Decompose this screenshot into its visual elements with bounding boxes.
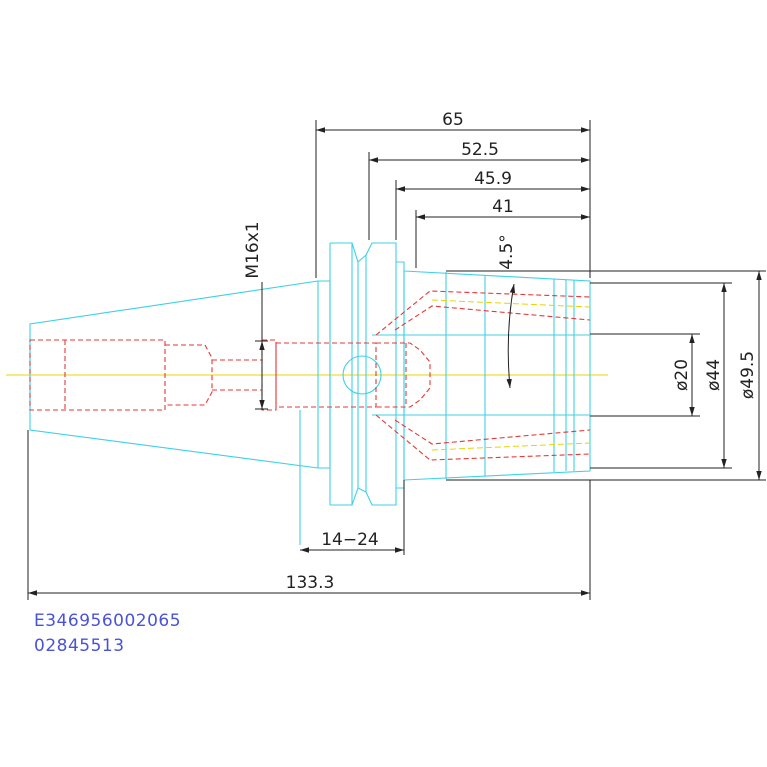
diameter-dimensions	[446, 270, 766, 481]
thread-dimension	[255, 282, 268, 410]
bottom-dimensions	[27, 430, 591, 600]
hidden-lines	[29, 290, 591, 461]
dim-label-14-24: 14−24	[321, 530, 379, 550]
part-number: 02845513	[34, 636, 125, 656]
dim-label-dia-20: ø20	[672, 359, 692, 391]
dim-label-angle: 4.5°	[497, 234, 517, 270]
part-code: E346956002065	[34, 611, 182, 631]
dim-label-133-3: 133.3	[286, 573, 335, 593]
angle-indicator	[506, 283, 516, 389]
tool-holder-outline	[29, 242, 591, 545]
dim-label-52-5: 52.5	[461, 140, 499, 160]
dim-label-65: 65	[442, 110, 464, 130]
dim-label-45-9: 45.9	[474, 169, 512, 189]
dim-label-thread: M16x1	[243, 221, 263, 278]
dim-label-41: 41	[492, 197, 514, 217]
dim-label-dia-49-5: ø49.5	[738, 351, 758, 399]
top-dimensions	[315, 120, 591, 278]
dim-label-dia-44: ø44	[704, 359, 724, 391]
